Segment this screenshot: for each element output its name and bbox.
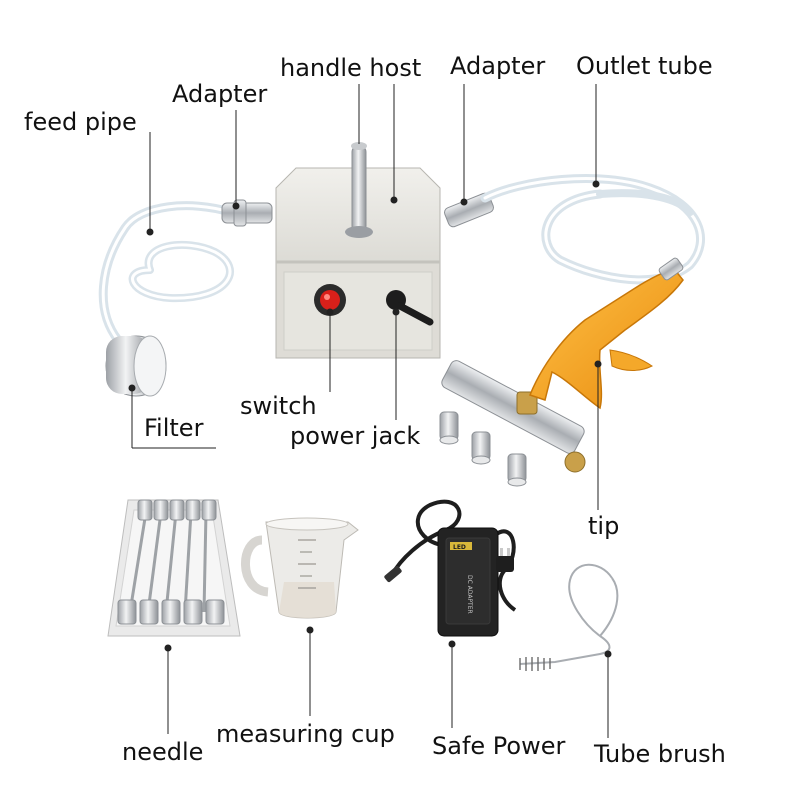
label-safe-power: Safe Power bbox=[432, 732, 566, 760]
adapter-left bbox=[221, 199, 273, 227]
leader-lines bbox=[128, 84, 612, 738]
adapter-nameplate-text: DC ADAPTER bbox=[466, 575, 473, 614]
label-needle: needle bbox=[122, 738, 204, 766]
switch bbox=[314, 284, 346, 316]
needle-tray bbox=[107, 499, 241, 637]
label-switch: switch bbox=[240, 392, 317, 420]
label-feed-pipe: feed pipe bbox=[24, 108, 137, 136]
label-tip: tip bbox=[588, 512, 620, 540]
label-filter: Filter bbox=[144, 414, 204, 442]
label-tube-brush: Tube brush bbox=[594, 740, 726, 768]
outlet-tube-hose bbox=[480, 174, 706, 285]
label-outlet-tube: Outlet tube bbox=[576, 52, 713, 80]
feed-pipe-hose bbox=[98, 201, 235, 345]
label-adapter-right: Adapter bbox=[450, 52, 546, 80]
power-adapter: LED DC ADAPTER bbox=[384, 499, 517, 637]
measuring-cup bbox=[241, 517, 359, 619]
tube-brush bbox=[519, 563, 619, 671]
filter bbox=[105, 335, 167, 397]
handle-host bbox=[345, 142, 373, 238]
power-jack bbox=[386, 290, 434, 326]
spray-gun bbox=[439, 257, 684, 487]
label-adapter-left: Adapter bbox=[172, 80, 268, 108]
label-measuring-cup: measuring cup bbox=[216, 720, 395, 748]
label-handle-host: handle host bbox=[280, 54, 422, 82]
adapter-brand-mark: LED bbox=[453, 544, 466, 551]
label-power-jack: power jack bbox=[290, 422, 421, 450]
